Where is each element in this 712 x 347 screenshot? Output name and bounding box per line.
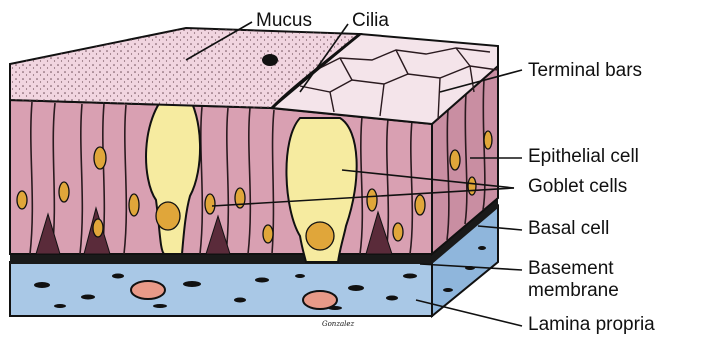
label-goblet-cells: Goblet cells [528,176,627,198]
label-basement-line1: Basement [528,258,619,280]
label-cilia: Cilia [352,10,389,32]
label-terminal-bars: Terminal bars [528,60,642,82]
label-mucus: Mucus [256,10,312,32]
label-epithelial-cell: Epithelial cell [528,146,639,168]
artist-signature: Gonzalez [322,320,355,328]
label-basal-cell: Basal cell [528,218,609,240]
label-basement-line2: membrane [528,280,619,302]
label-basement-membrane: Basement membrane [528,258,619,302]
label-lamina-propria: Lamina propria [528,314,655,336]
